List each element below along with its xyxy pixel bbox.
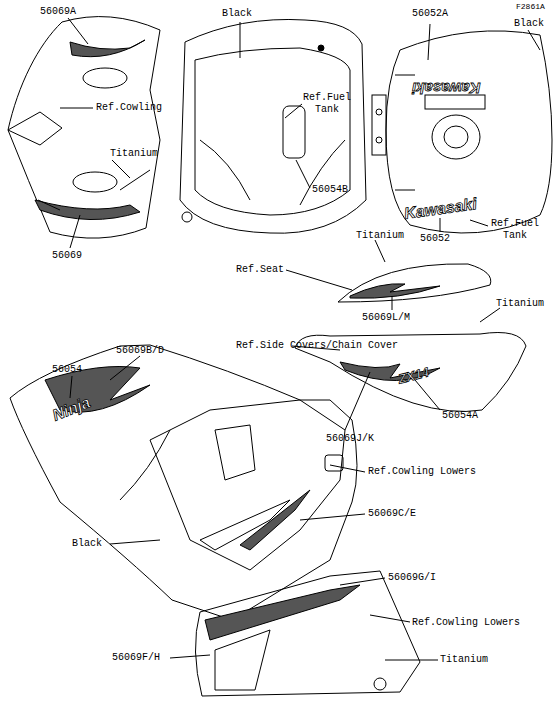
part-label: 56052A (412, 8, 448, 20)
part-label: Ref.Fuel Tank (296, 92, 358, 116)
part-label: 56069G/I (388, 572, 436, 584)
part-label: F2861A (516, 2, 545, 12)
part-label: 56069L/M (362, 312, 410, 324)
decal-text: Kawasaki (412, 80, 480, 97)
part-label: Ref.Cowling Lowers (368, 466, 476, 478)
part-label: Ref.Cowling (96, 102, 162, 114)
part-label: Black (222, 8, 252, 20)
part-label: 56069C/E (368, 508, 416, 520)
part-label: Ref.Fuel Tank (484, 218, 546, 242)
part-label: 56054 (52, 364, 82, 376)
part-label: Ref.Side Covers/Chain Cover (236, 340, 398, 352)
part-label: 56052 (420, 233, 450, 245)
part-label: 56069J/K (326, 433, 374, 445)
part-label: Black (514, 18, 544, 30)
part-label: Titanium (496, 298, 544, 310)
part-label: Titanium (356, 230, 404, 242)
part-label: 56054B (312, 184, 348, 196)
part-label: 56069B/D (116, 345, 164, 357)
part-label: 56069F/H (112, 652, 160, 664)
part-label: 56054A (442, 410, 478, 422)
part-label: Black (72, 538, 102, 550)
part-label: 56069A (40, 6, 76, 18)
part-label: Ref.Cowling Lowers (412, 617, 520, 629)
decal-text: ZX14 (397, 364, 431, 386)
part-label: Titanium (440, 654, 488, 666)
part-label: Titanium (110, 148, 158, 160)
part-label: Ref.Seat (236, 264, 284, 276)
part-label: 56069 (52, 250, 82, 262)
